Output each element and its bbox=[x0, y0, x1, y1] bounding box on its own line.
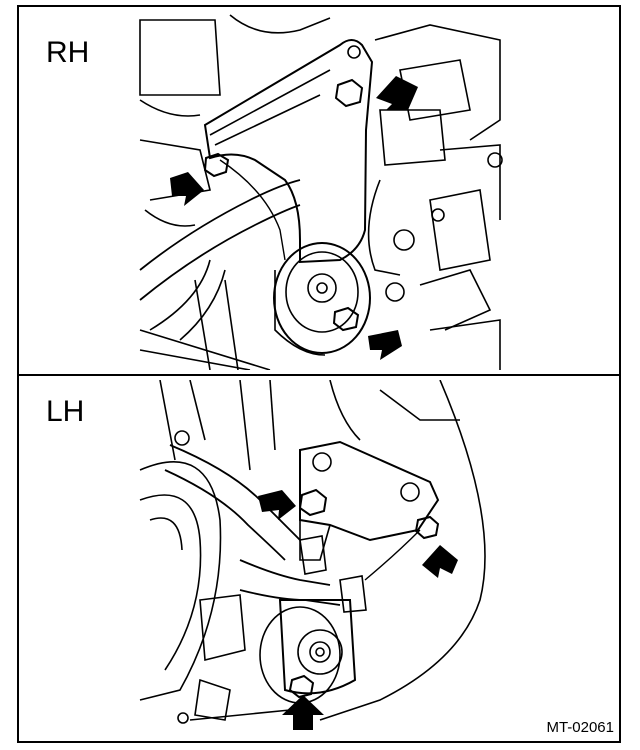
panel-label-lh: LH bbox=[46, 395, 85, 428]
panel-label-rh: RH bbox=[46, 36, 90, 69]
panel-divider bbox=[17, 374, 621, 376]
lh-mount-drawing bbox=[139, 380, 486, 730]
figure-code: MT-02061 bbox=[546, 719, 614, 736]
rh-mount-drawing bbox=[139, 14, 503, 370]
